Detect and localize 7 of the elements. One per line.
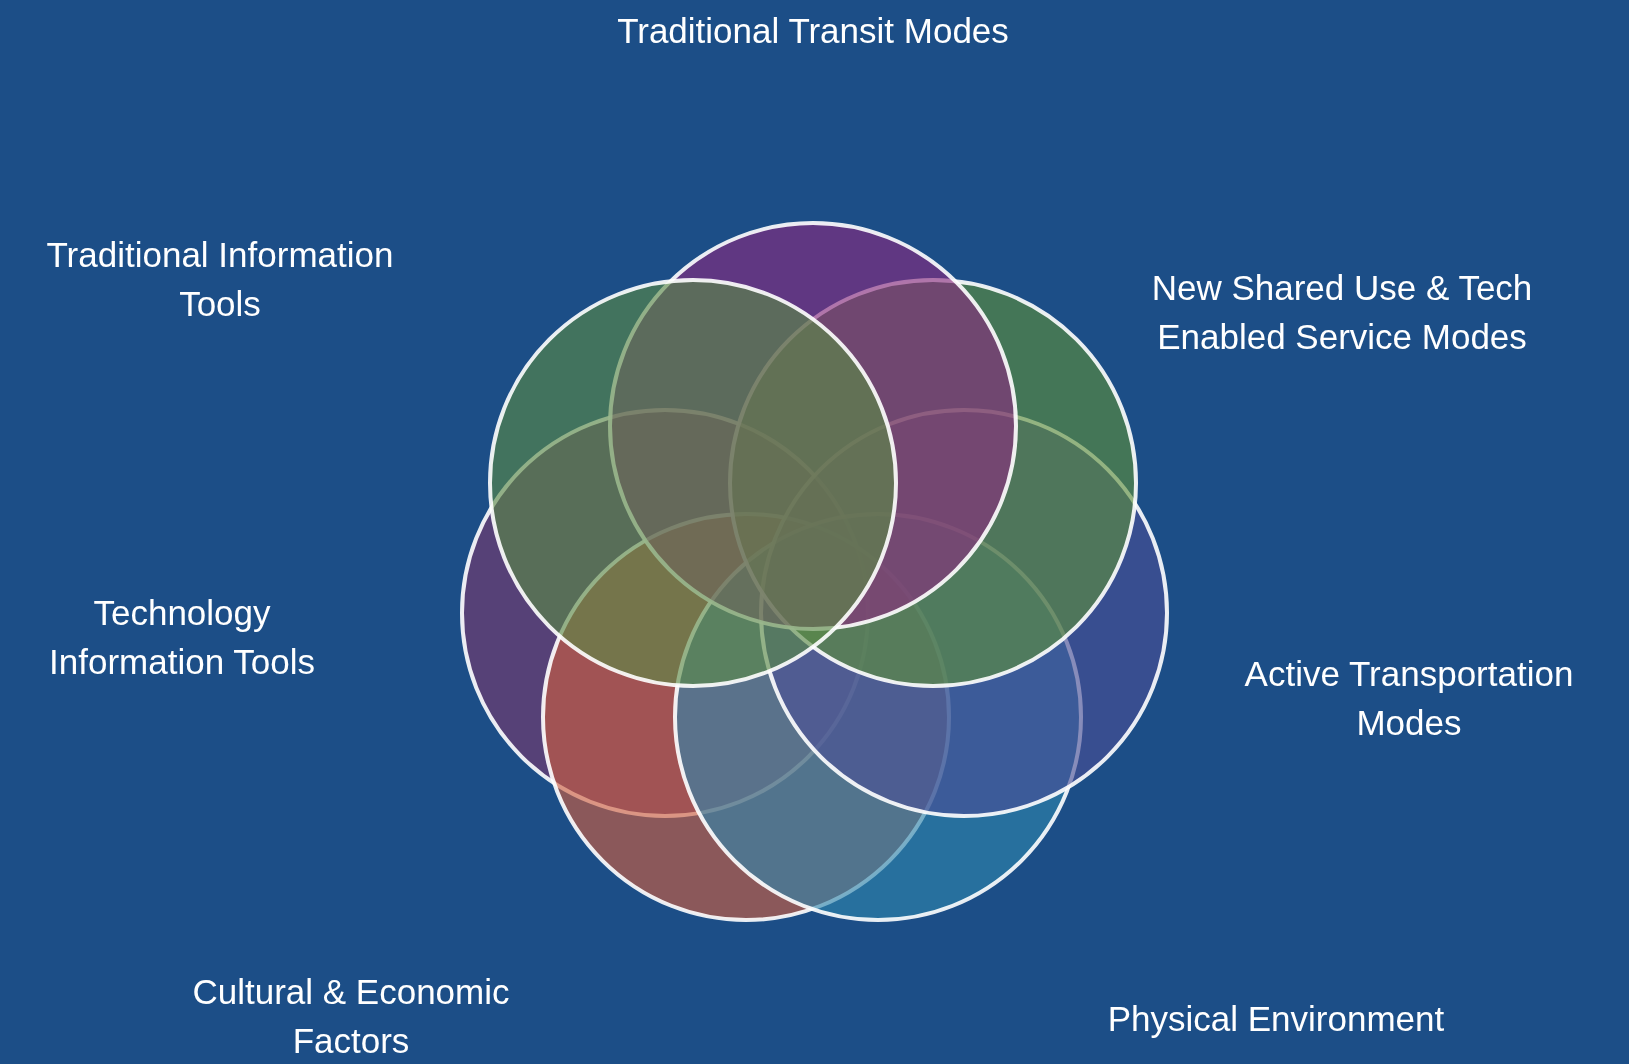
category-label: Technology Information Tools <box>48 592 316 683</box>
category-label: Traditional Information Tools <box>45 234 395 325</box>
category-label: Active Transportation Modes <box>1243 653 1575 744</box>
category-label: Physical Environment <box>1106 997 1446 1040</box>
category-label: New Shared Use & Tech Enabled Service Modes <box>1150 267 1534 358</box>
category-label: Traditional Transit Modes <box>616 9 1010 52</box>
category-label: Cultural & Economic Factors <box>191 971 511 1062</box>
